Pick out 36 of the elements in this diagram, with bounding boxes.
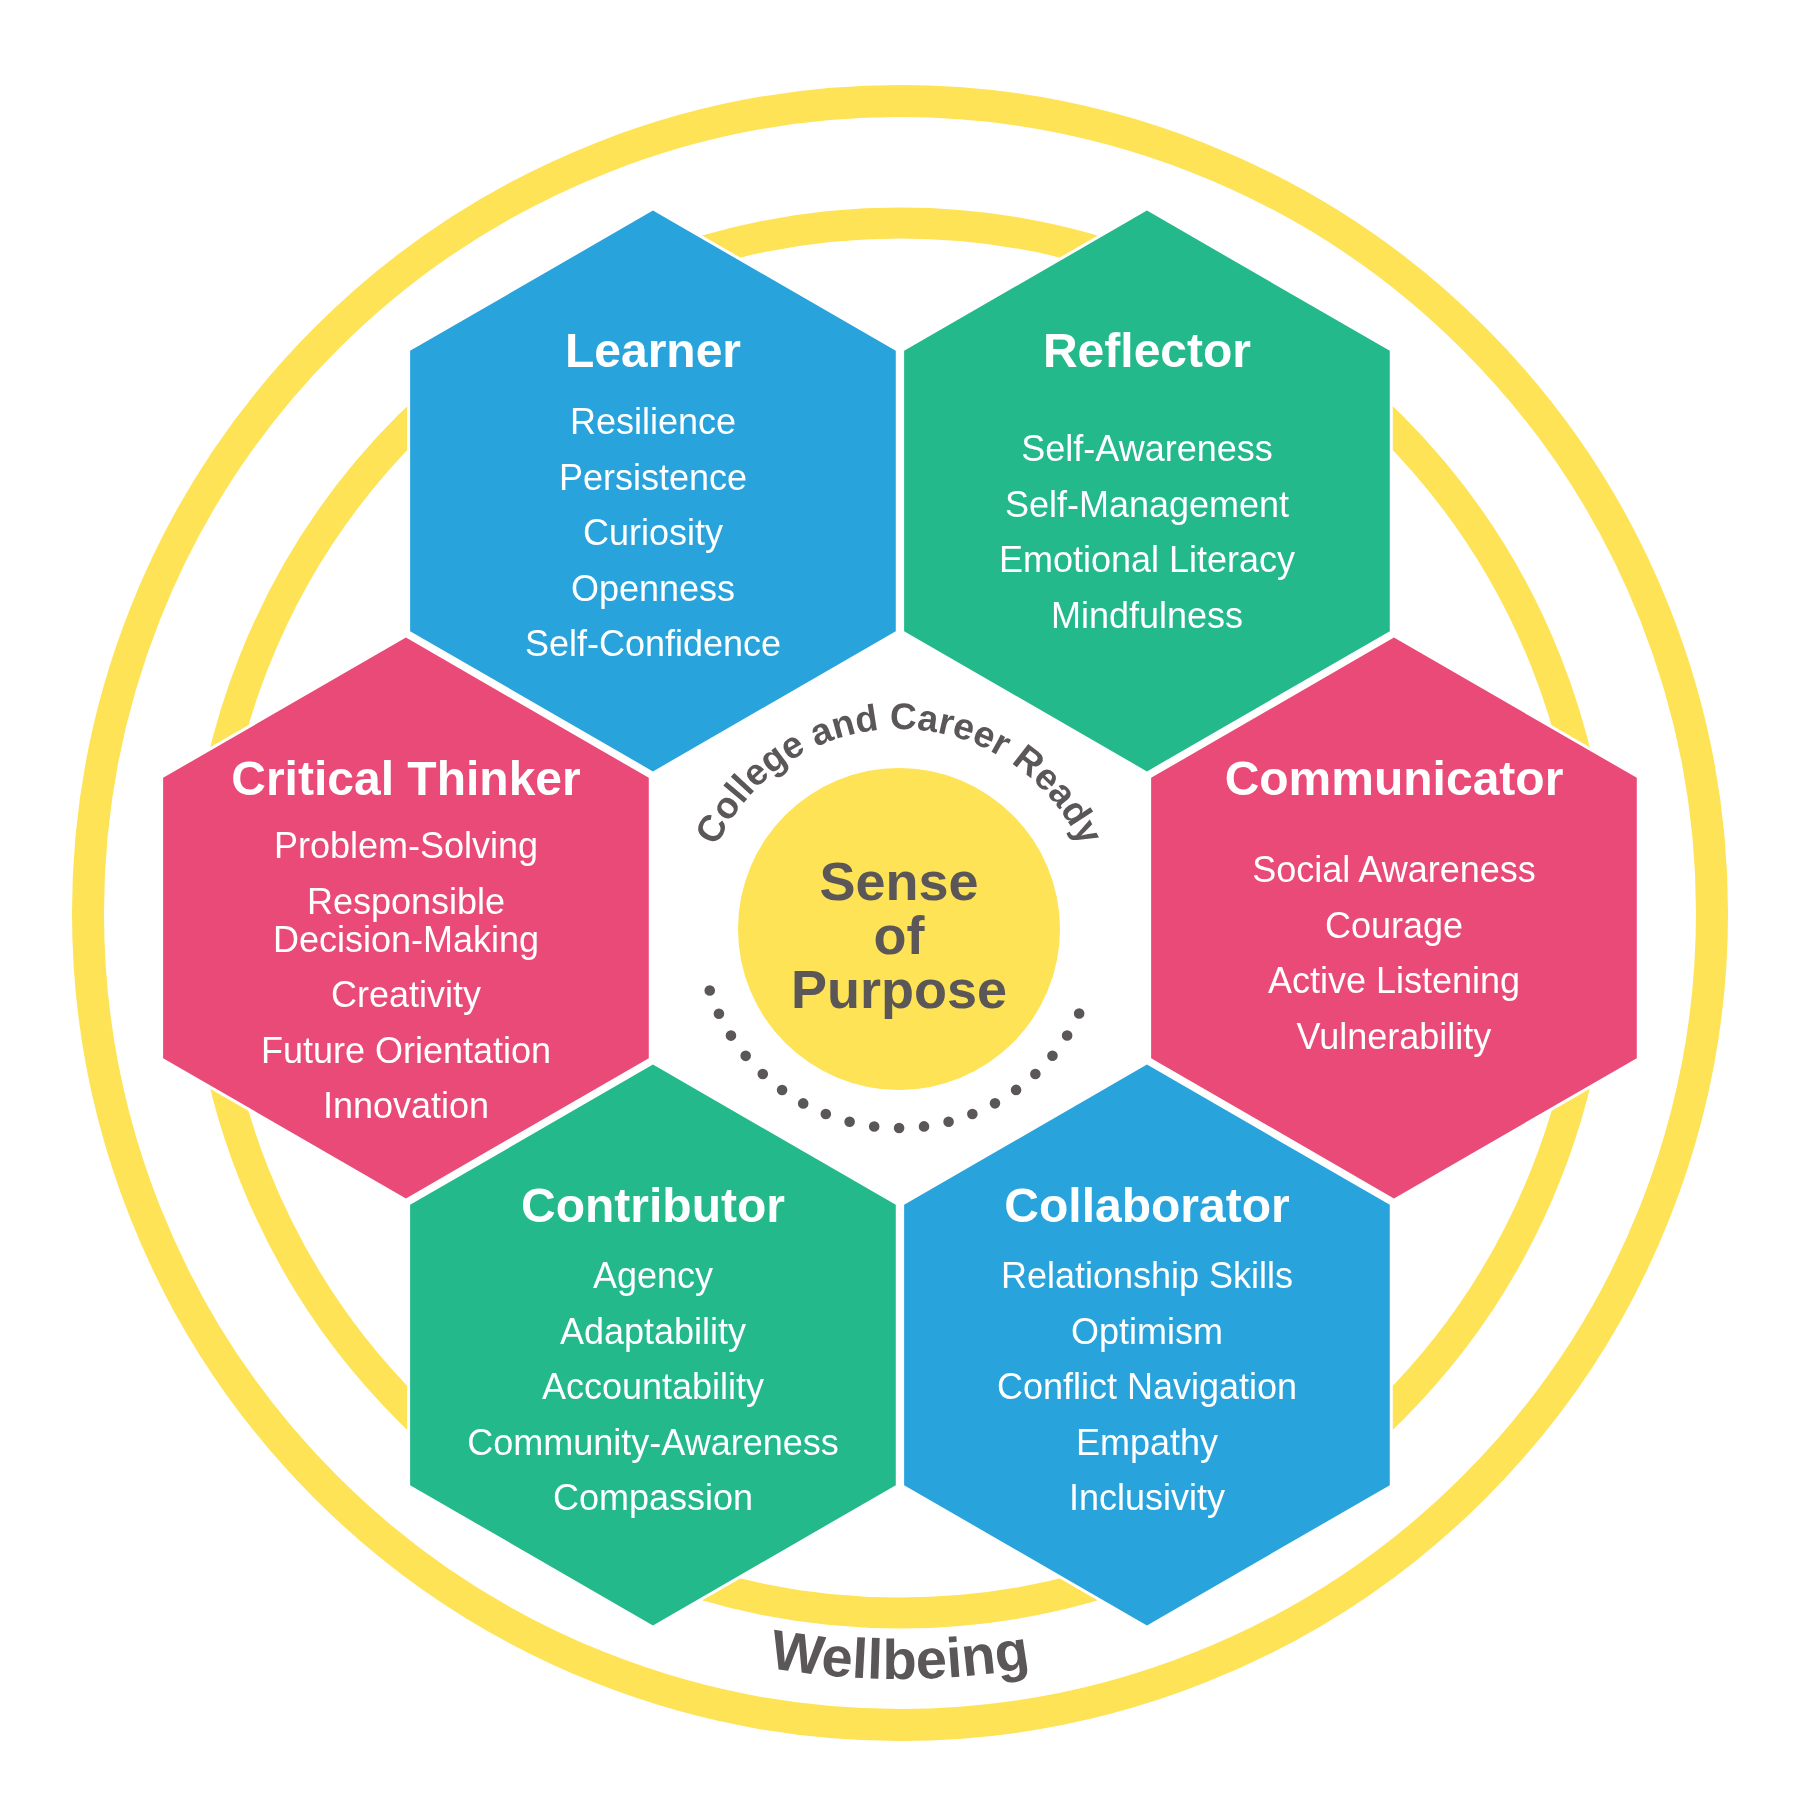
competency-hexagon <box>901 1061 1393 1629</box>
skill-label: Resilience <box>569 403 736 441</box>
skill-label: Innovation <box>322 1087 490 1125</box>
skill-label: Openness <box>570 569 736 608</box>
hexagon-title: Collaborator <box>1004 1178 1290 1234</box>
hexagon-title: Reflector <box>1042 323 1251 379</box>
skill-label: Emotional Literacy <box>998 541 1296 579</box>
skill-label: Adaptability <box>559 1312 747 1351</box>
skill-label: Self-Confidence <box>524 625 782 663</box>
skill-label: Self-Awareness <box>1021 430 1273 468</box>
skill-label: Active Listening <box>1267 962 1521 1000</box>
hexagon-title: Contributor <box>521 1178 785 1234</box>
skill-label: Compassion <box>552 1479 754 1517</box>
hexagon-title: Communicator <box>1224 751 1564 807</box>
skill-label: Agency <box>592 1257 713 1295</box>
skill-label: Problem-Solving <box>273 827 539 865</box>
ring-label: Wellbeing <box>767 1617 1033 1691</box>
skill-label: Future Orientation <box>260 1031 552 1070</box>
skill-label: Self-Management <box>1004 485 1290 524</box>
skill-label: Conflict Navigation <box>996 1368 1298 1406</box>
skill-label: Curiosity <box>582 514 723 552</box>
skill-label: Inclusivity <box>1068 1479 1225 1517</box>
skill-label: Social Awareness <box>1252 851 1536 889</box>
skill-label: Courage <box>1324 906 1464 945</box>
skill-label: Vulnerability <box>1296 1017 1492 1056</box>
skill-label: Community-Awareness <box>467 1423 839 1462</box>
skill-label: Optimism <box>1071 1312 1223 1351</box>
skill-label: Creativity <box>330 976 481 1014</box>
skill-label: Relationship Skills <box>1000 1257 1294 1295</box>
skill-label: Accountability <box>541 1368 765 1406</box>
hexagon-title: Critical Thinker <box>231 751 581 807</box>
skill-label: Empathy <box>1075 1423 1218 1462</box>
skill-label: Mindfulness <box>1050 596 1244 635</box>
hexagon-title: Learner <box>564 323 742 379</box>
skill-label: Responsible Decision-Making <box>271 882 541 959</box>
skill-label: Persistence <box>558 458 748 497</box>
